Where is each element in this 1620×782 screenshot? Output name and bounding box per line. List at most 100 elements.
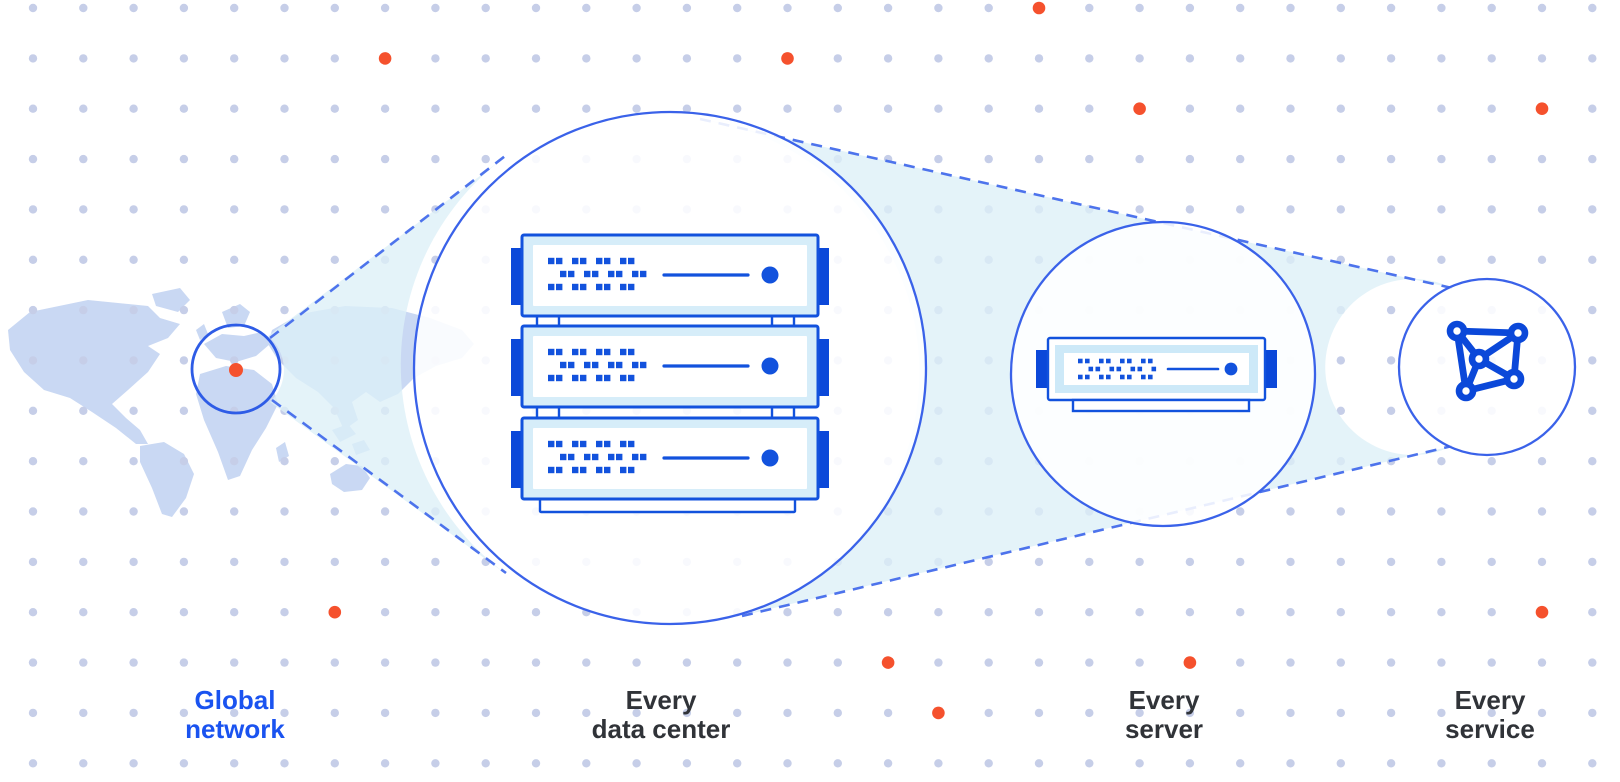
grid-dot [230,255,239,264]
grid-dot [1487,205,1496,214]
server-base-tray [1071,398,1251,413]
grid-dot [129,708,138,718]
datacenter-lens [412,110,928,626]
grid-dot [833,759,842,768]
server-rack-3u-icon [509,233,831,514]
grid-dot [632,3,641,13]
grid-dot [431,104,440,113]
grid-dot [1185,3,1195,13]
server-lens [1009,220,1317,528]
caption-every-service: Every service [1350,686,1620,744]
grid-dot [1034,154,1044,164]
grid-dot [79,658,88,667]
grid-dot [481,658,490,667]
grid-dot [79,457,88,466]
grid-dot [1588,658,1597,667]
grid-dot [934,658,943,667]
map-north-america [8,300,180,444]
grid-dot [1336,54,1346,63]
grid-dot [79,507,88,516]
grid-dot [1537,708,1547,718]
grid-dot [632,708,641,718]
grid-dot [129,759,138,768]
grid-dot [1236,608,1245,617]
grid-dot [1085,608,1094,617]
led-square [1151,366,1157,372]
grid-dot [1185,54,1195,63]
grid-dot [179,205,189,214]
grid-dot [1537,205,1547,214]
map-australia [330,464,370,492]
grid-dot [1286,557,1295,567]
map-scandinavia [222,304,250,328]
grid-dot [28,104,38,113]
grid-dot [1437,708,1446,718]
dash-upper-left [269,151,510,340]
grid-dot [1034,557,1044,567]
grid-dot [1437,608,1446,617]
grid-dot [380,608,390,617]
grid-dot [1386,305,1396,315]
grid-dot [582,759,591,768]
grid-dot [531,708,541,718]
grid-dot [28,557,38,567]
grid-dot [330,457,339,466]
grid-dot [330,658,339,667]
grid-dot [28,406,38,415]
grid-dot [230,507,239,516]
grid-dot [984,759,993,768]
grid-dot [179,305,189,315]
grid-dot [1236,708,1245,718]
grid-dot [984,708,993,718]
grid-dot [1588,507,1597,516]
grid-dot [883,3,893,13]
led-square [1085,358,1090,364]
dashed-guides [269,117,1453,618]
grid-dot [1336,507,1346,516]
grid-dot [984,3,993,13]
grid-dot [1085,658,1094,667]
grid-dot [934,54,943,63]
mesh-node [1503,368,1525,390]
grid-dot [330,3,339,13]
grid-dot [380,104,390,113]
grid-dot [1588,54,1597,63]
grid-dot [1135,608,1144,617]
grid-dot [280,3,289,13]
map-africa [196,366,278,480]
grid-dot [934,759,943,768]
grid-dot [531,104,541,113]
grid-dot [1588,356,1597,365]
grid-dot [330,205,339,214]
grid-dot [632,658,641,667]
grid-dot [833,54,842,63]
grid-dot [1236,205,1245,214]
grid-dot [1236,104,1245,113]
grid-dot [179,154,189,164]
grid-dot [833,3,842,13]
grid-dot [1386,104,1396,113]
grid-dot [179,608,189,617]
grid-dot [1437,54,1446,63]
grid-dot [1185,104,1195,113]
grid-dot [179,557,189,567]
grid-dot [883,708,893,718]
grid-dot [783,759,792,768]
grid-dot [230,759,239,768]
accent-dot [932,706,945,720]
grid-dot [330,708,339,718]
grid-dot [129,608,138,617]
grid-dot [1336,557,1346,567]
grid-dot [129,104,138,113]
grid-dot [129,457,138,466]
grid-dot [1487,658,1496,667]
grid-dot [1437,759,1446,768]
grid-dot [380,3,390,13]
grid-dot [682,708,692,718]
grid-dot [1336,104,1346,113]
grid-dot [632,104,641,113]
grid-dot [531,759,541,768]
grid-dot [1487,104,1496,113]
